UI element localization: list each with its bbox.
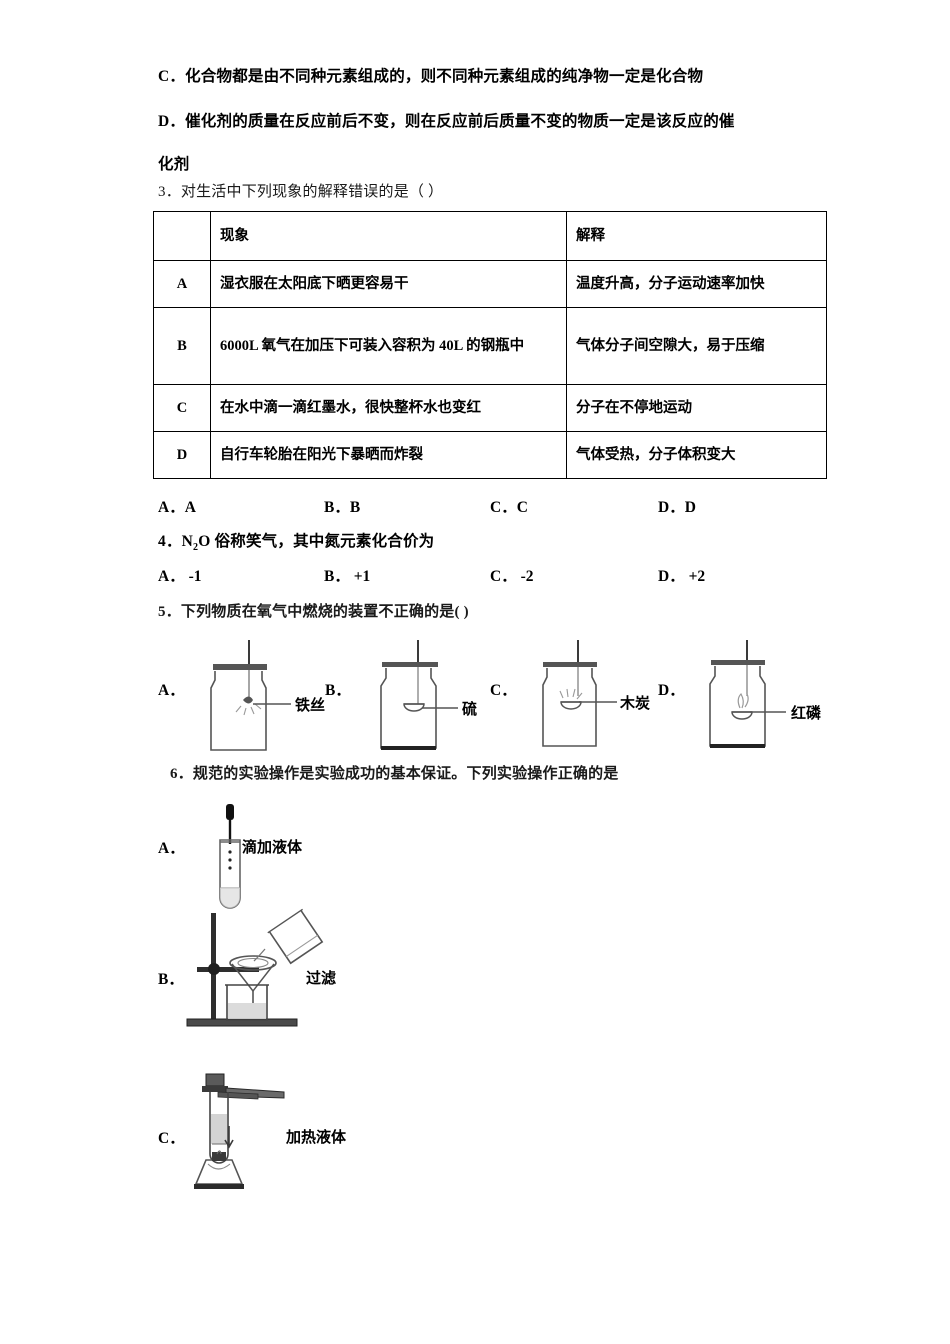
row-explanation: 气体受热，分子体积变大 (566, 431, 827, 479)
q5-option-b[interactable]: B． 硫 (325, 640, 495, 760)
q3-choice-d[interactable]: D．D (658, 499, 696, 516)
table-row: C 在水中滴一滴红墨水，很快整杯水也变红 分子在不停地运动 (153, 384, 827, 432)
row-index: D (153, 431, 211, 479)
q6-option-a-label: A． (158, 840, 185, 857)
q3-choice-b[interactable]: B．B (324, 499, 361, 516)
table-header-phenomenon: 现象 (210, 211, 567, 261)
q4-choice-a[interactable]: A． -1 (158, 568, 202, 585)
table-header-index (153, 211, 211, 261)
heating-liquid-setup-icon (194, 1073, 285, 1189)
row-phenomenon: 6000L 氧气在加压下可装入容积为 40L 的钢瓶中 (210, 307, 567, 385)
table-row: D 自行车轮胎在阳光下暴晒而炸裂 气体受热，分子体积变大 (153, 431, 827, 479)
row-explanation: 分子在不停地运动 (566, 384, 827, 432)
row-index: C (153, 384, 211, 432)
table-header-row: 现象 解释 (153, 211, 827, 261)
gas-jar-with-iron-wire-icon (210, 640, 291, 751)
row-phenomenon: 在水中滴一滴红墨水，很快整杯水也变红 (210, 384, 567, 432)
question-4-choices: A． -1 B． +1 C． -2 D． +2 (158, 564, 792, 585)
row-index: B (153, 307, 211, 385)
q6-option-a-caption: 滴加液体 (242, 840, 303, 856)
q5-option-a-label: A． (158, 682, 185, 699)
question-3-choices: A．A B．B C．C D．D (158, 495, 792, 516)
row-phenomenon: 自行车轮胎在阳光下暴晒而炸裂 (210, 431, 567, 479)
q5-option-b-label: B． (325, 682, 351, 699)
q6-option-c[interactable]: C． 加热液体 (158, 1068, 518, 1198)
q5-option-b-caption: 硫 (462, 702, 478, 718)
q6-option-a[interactable]: A． 滴加液体 (158, 800, 478, 910)
gas-jar-with-red-phosphorus-spoon-icon (709, 640, 786, 748)
q4-stem-suffix: O 俗称笑气，其中氮元素化合价为 (198, 533, 435, 550)
q5-option-a-caption: 铁丝 (295, 698, 326, 714)
q6-option-c-label: C． (158, 1130, 185, 1147)
q6-option-c-caption: 加热液体 (286, 1130, 347, 1146)
q5-option-c-caption: 木炭 (620, 696, 651, 712)
question-4-stem: 4．N2O 俗称笑气，其中氮元素化合价为 (158, 529, 434, 553)
q4-stem-prefix: 4．N (158, 533, 194, 550)
question-6-stem: 6．规范的实验操作是实验成功的基本保证。下列实验操作正确的是 (170, 766, 619, 782)
table-row: B 6000L 氧气在加压下可装入容积为 40L 的钢瓶中 气体分子间空隙大，易… (153, 307, 827, 385)
filtration-setup-icon (186, 908, 324, 1027)
q5-option-c[interactable]: C． 木炭 (490, 640, 665, 760)
q5-option-d[interactable]: D． 红磷 (658, 640, 833, 760)
question-3-stem: 3．对生活中下列现象的解释错误的是（ ） (158, 184, 444, 200)
q6-option-b-caption: 过滤 (306, 971, 337, 987)
q4-subscript: 2 (193, 542, 199, 554)
phenomenon-explanation-table: 现象 解释 A 湿衣服在太阳底下晒更容易干 温度升高，分子运动速率加快 B 60… (153, 211, 827, 479)
q5-option-d-caption: 红磷 (791, 706, 822, 722)
row-explanation: 气体分子间空隙大，易于压缩 (566, 307, 827, 385)
q6-option-b-label: B． (158, 971, 184, 988)
q2-option-c: C．化合物都是由不同种元素组成的，则不同种元素组成的纯净物一定是化合物 (158, 68, 704, 85)
gas-jar-with-sulfur-spoon-icon (380, 640, 458, 750)
test-tube-with-dropper-icon (219, 804, 241, 909)
q5-option-c-label: C． (490, 682, 517, 699)
table-header-explanation: 解释 (566, 211, 827, 261)
q4-choice-b[interactable]: B． +1 (324, 568, 371, 585)
q5-option-d-label: D． (658, 682, 685, 699)
row-index: A (153, 260, 211, 308)
q5-option-a[interactable]: A． 铁丝 (158, 640, 328, 760)
q4-choice-c[interactable]: C． -2 (490, 568, 534, 585)
question-5-stem: 5．下列物质在氧气中燃烧的装置不正确的是( ) (158, 604, 469, 620)
q4-choice-d[interactable]: D． +2 (658, 568, 706, 585)
q6-option-b[interactable]: B． 过滤 (158, 905, 518, 1030)
row-phenomenon: 湿衣服在太阳底下晒更容易干 (210, 260, 567, 308)
gas-jar-with-charcoal-spoon-icon (542, 640, 617, 747)
q3-choice-a[interactable]: A．A (158, 499, 196, 516)
table-row: A 湿衣服在太阳底下晒更容易干 温度升高，分子运动速率加快 (153, 260, 827, 308)
q3-choice-c[interactable]: C．C (490, 499, 528, 516)
row-explanation: 温度升高，分子运动速率加快 (566, 260, 827, 308)
q2-option-d-line2: 化剂 (158, 156, 190, 173)
q2-option-d-line1: D．催化剂的质量在反应前后不变，则在反应前后质量不变的物质一定是该反应的催 (158, 113, 735, 130)
